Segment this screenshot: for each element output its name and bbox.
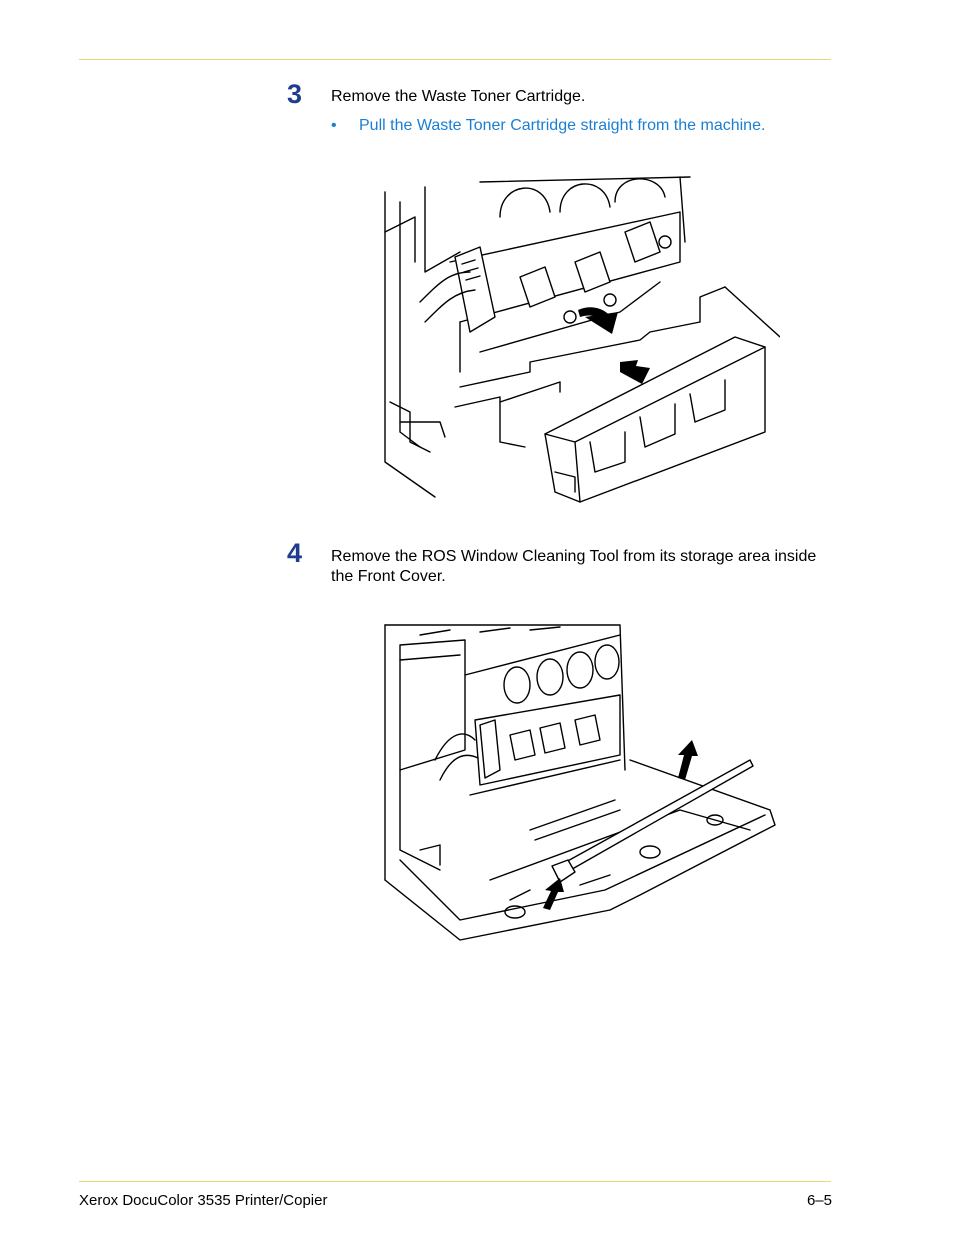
- cleaning-tool-illustration: [380, 620, 780, 950]
- bullet-mark: •: [331, 117, 337, 134]
- footer-product-name: Xerox DocuColor 3535 Printer/Copier: [79, 1192, 328, 1209]
- footer-rule: [79, 1181, 831, 1182]
- step-3-bullet-text: Pull the Waste Toner Cartridge straight …: [359, 117, 766, 134]
- step-4-text: Remove the ROS Window Cleaning Tool from…: [331, 548, 817, 585]
- header-rule: [79, 59, 831, 60]
- step-3-number: 3: [287, 79, 303, 109]
- footer-page-number: 6–5: [806, 1192, 832, 1209]
- step-3-bullet: • Pull the Waste Toner Cartridge straight…: [331, 116, 765, 136]
- waste-toner-illustration: [380, 172, 780, 512]
- step-3-text: Remove the Waste Toner Cartridge.: [331, 88, 586, 105]
- step-4-number: 4: [287, 538, 303, 568]
